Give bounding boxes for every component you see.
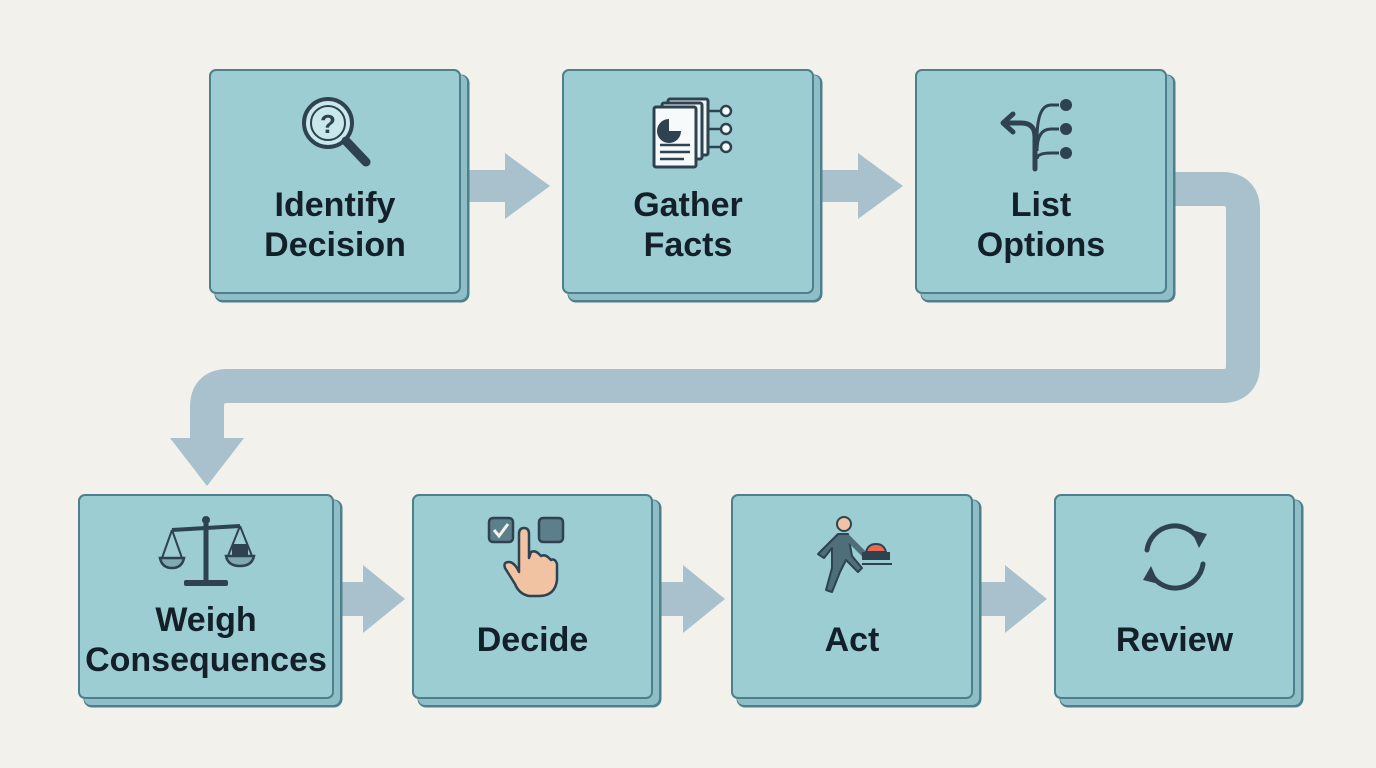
step-label-line: Options — [976, 226, 1106, 264]
step-review: Review — [1054, 494, 1295, 699]
step-weigh-consequences: Weigh Consequences — [78, 494, 334, 699]
arrow-list-to-weigh — [190, 172, 1260, 440]
arrow-weigh-to-decide — [340, 565, 405, 633]
balance-scale-icon — [158, 516, 256, 586]
hand-checkbox-icon — [487, 516, 564, 598]
step-label-line: Gather — [633, 186, 743, 224]
step-label-line: List — [1010, 186, 1072, 224]
step-act: Act — [731, 494, 973, 699]
step-label-line: Decide — [476, 621, 589, 659]
step-label-line: Identify — [274, 186, 396, 224]
step-list-options: List Options — [915, 69, 1167, 294]
step-label-line: Consequences — [85, 641, 327, 679]
arrow-gather-to-list — [820, 153, 903, 219]
arrow-act-to-review — [980, 565, 1047, 633]
branching-options-icon — [1000, 99, 1072, 172]
step-gather-facts: Gather Facts — [562, 69, 814, 294]
step-identify-decision: ? Identify Decision — [209, 69, 461, 294]
step-label-line: Decision — [264, 226, 406, 264]
arrow-identify-to-gather — [468, 153, 550, 219]
magnifier-question-icon: ? — [302, 97, 371, 167]
person-pressing-button-icon — [817, 516, 892, 593]
step-label-line: Facts — [643, 226, 733, 264]
step-decide: Decide — [412, 494, 653, 699]
step-label-line: Act — [824, 621, 880, 659]
step-label-line: Weigh — [155, 601, 257, 639]
arrow-head-list-to-weigh — [170, 438, 244, 486]
cycle-arrows-icon — [1142, 523, 1207, 591]
svg-text:?: ? — [320, 109, 336, 139]
step-label-line: Review — [1115, 621, 1234, 659]
arrow-decide-to-act — [660, 565, 725, 633]
documents-icon — [652, 97, 733, 169]
